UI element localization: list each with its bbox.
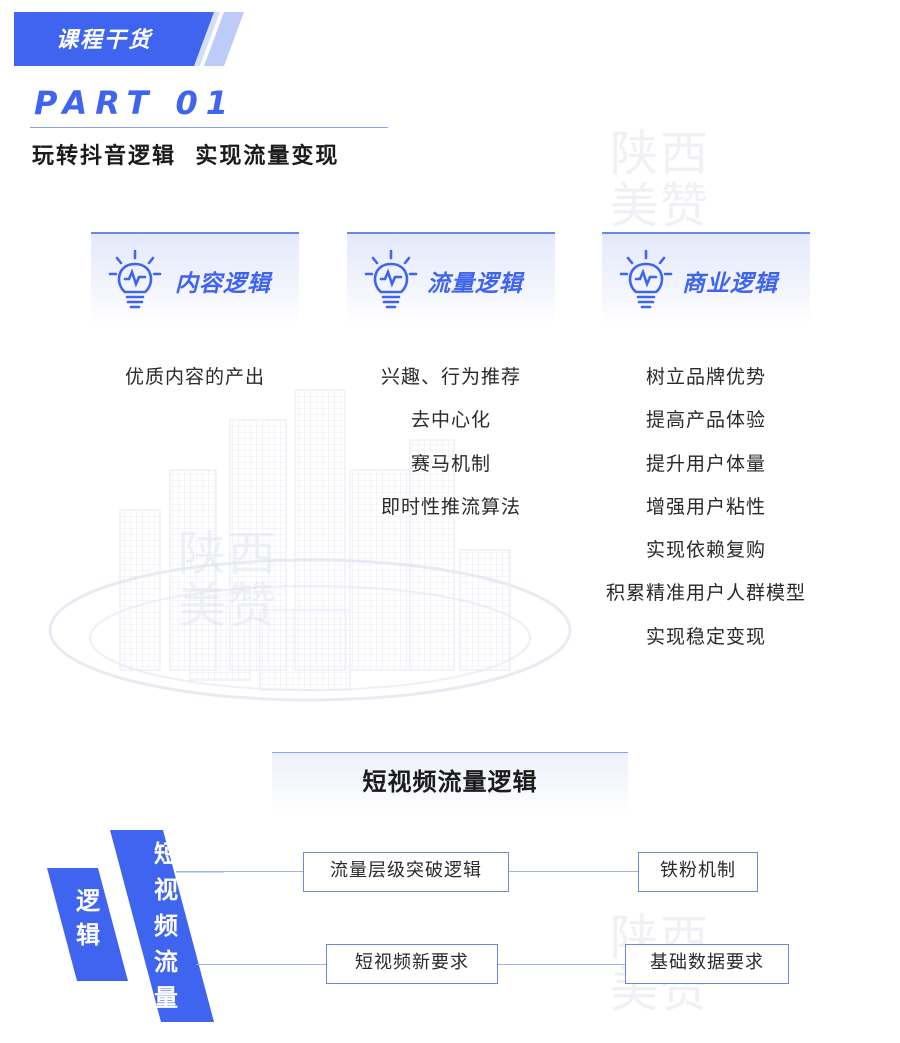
connector-line	[509, 871, 639, 872]
list-item: 优质内容的产出	[124, 366, 265, 388]
section-divider	[272, 752, 628, 753]
list-item: 实现稳定变现	[645, 625, 766, 648]
section-title: 短视频流量逻辑	[362, 768, 538, 796]
list-item: 去中心化	[410, 409, 491, 432]
slanted-labels	[47, 830, 224, 1022]
list-item: 提高产品体验	[645, 409, 766, 432]
card-traffic-logic: 流量逻辑	[347, 232, 555, 324]
lightbulb-icon	[619, 249, 673, 309]
list-item: 兴趣、行为推荐	[380, 366, 521, 388]
lightbulb-icon	[108, 249, 162, 309]
card-items-content: 优质内容的产出	[91, 356, 299, 399]
connector-line	[196, 964, 326, 965]
header-tag-shape	[14, 12, 244, 66]
card-business-logic: 商业逻辑	[602, 232, 810, 324]
list-item: 增强用户粘性	[645, 495, 766, 518]
flow-box-basic-data: 基础数据要求	[625, 944, 789, 984]
flow-box-new-requirements: 短视频新要求	[326, 944, 498, 984]
list-item: 积累精准用户人群模型	[605, 582, 806, 605]
list-item: 实现依赖复购	[645, 539, 766, 562]
watermark: 陕西美赞	[610, 126, 711, 234]
part-title: PART 01	[34, 84, 236, 122]
card-title: 商业逻辑	[682, 271, 778, 297]
city-illustration	[48, 389, 572, 702]
flow-box-traffic-tier: 流量层级突破逻辑	[303, 852, 509, 892]
watermark: 陕西美赞	[178, 526, 279, 634]
flow-box-fan-mechanism: 铁粉机制	[638, 852, 758, 892]
header-tag-label: 课程干货	[56, 28, 153, 53]
list-item: 赛马机制	[410, 452, 491, 475]
card-title: 流量逻辑	[427, 271, 523, 297]
label-logic: 逻辑	[76, 887, 100, 949]
card-items-traffic: 兴趣、行为推荐 去中心化 赛马机制 即时性推流算法	[347, 356, 555, 529]
connector-line	[176, 871, 304, 872]
part-divider	[30, 127, 388, 128]
card-title: 内容逻辑	[175, 271, 271, 297]
card-items-business: 树立品牌优势 提高产品体验 提升用户体量 增强用户粘性 实现依赖复购 积累精准用…	[576, 356, 836, 659]
label-short-video-traffic: 短视频流量	[154, 840, 178, 1012]
list-item: 提升用户体量	[645, 452, 766, 475]
part-subtitle: 玩转抖音逻辑 实现流量变现	[32, 144, 340, 169]
section-header-bg	[272, 753, 628, 817]
list-item: 即时性推流算法	[380, 495, 521, 518]
connector-line	[498, 964, 626, 965]
lightbulb-icon	[364, 249, 418, 309]
list-item: 树立品牌优势	[645, 366, 766, 388]
card-content-logic: 内容逻辑	[91, 232, 299, 324]
